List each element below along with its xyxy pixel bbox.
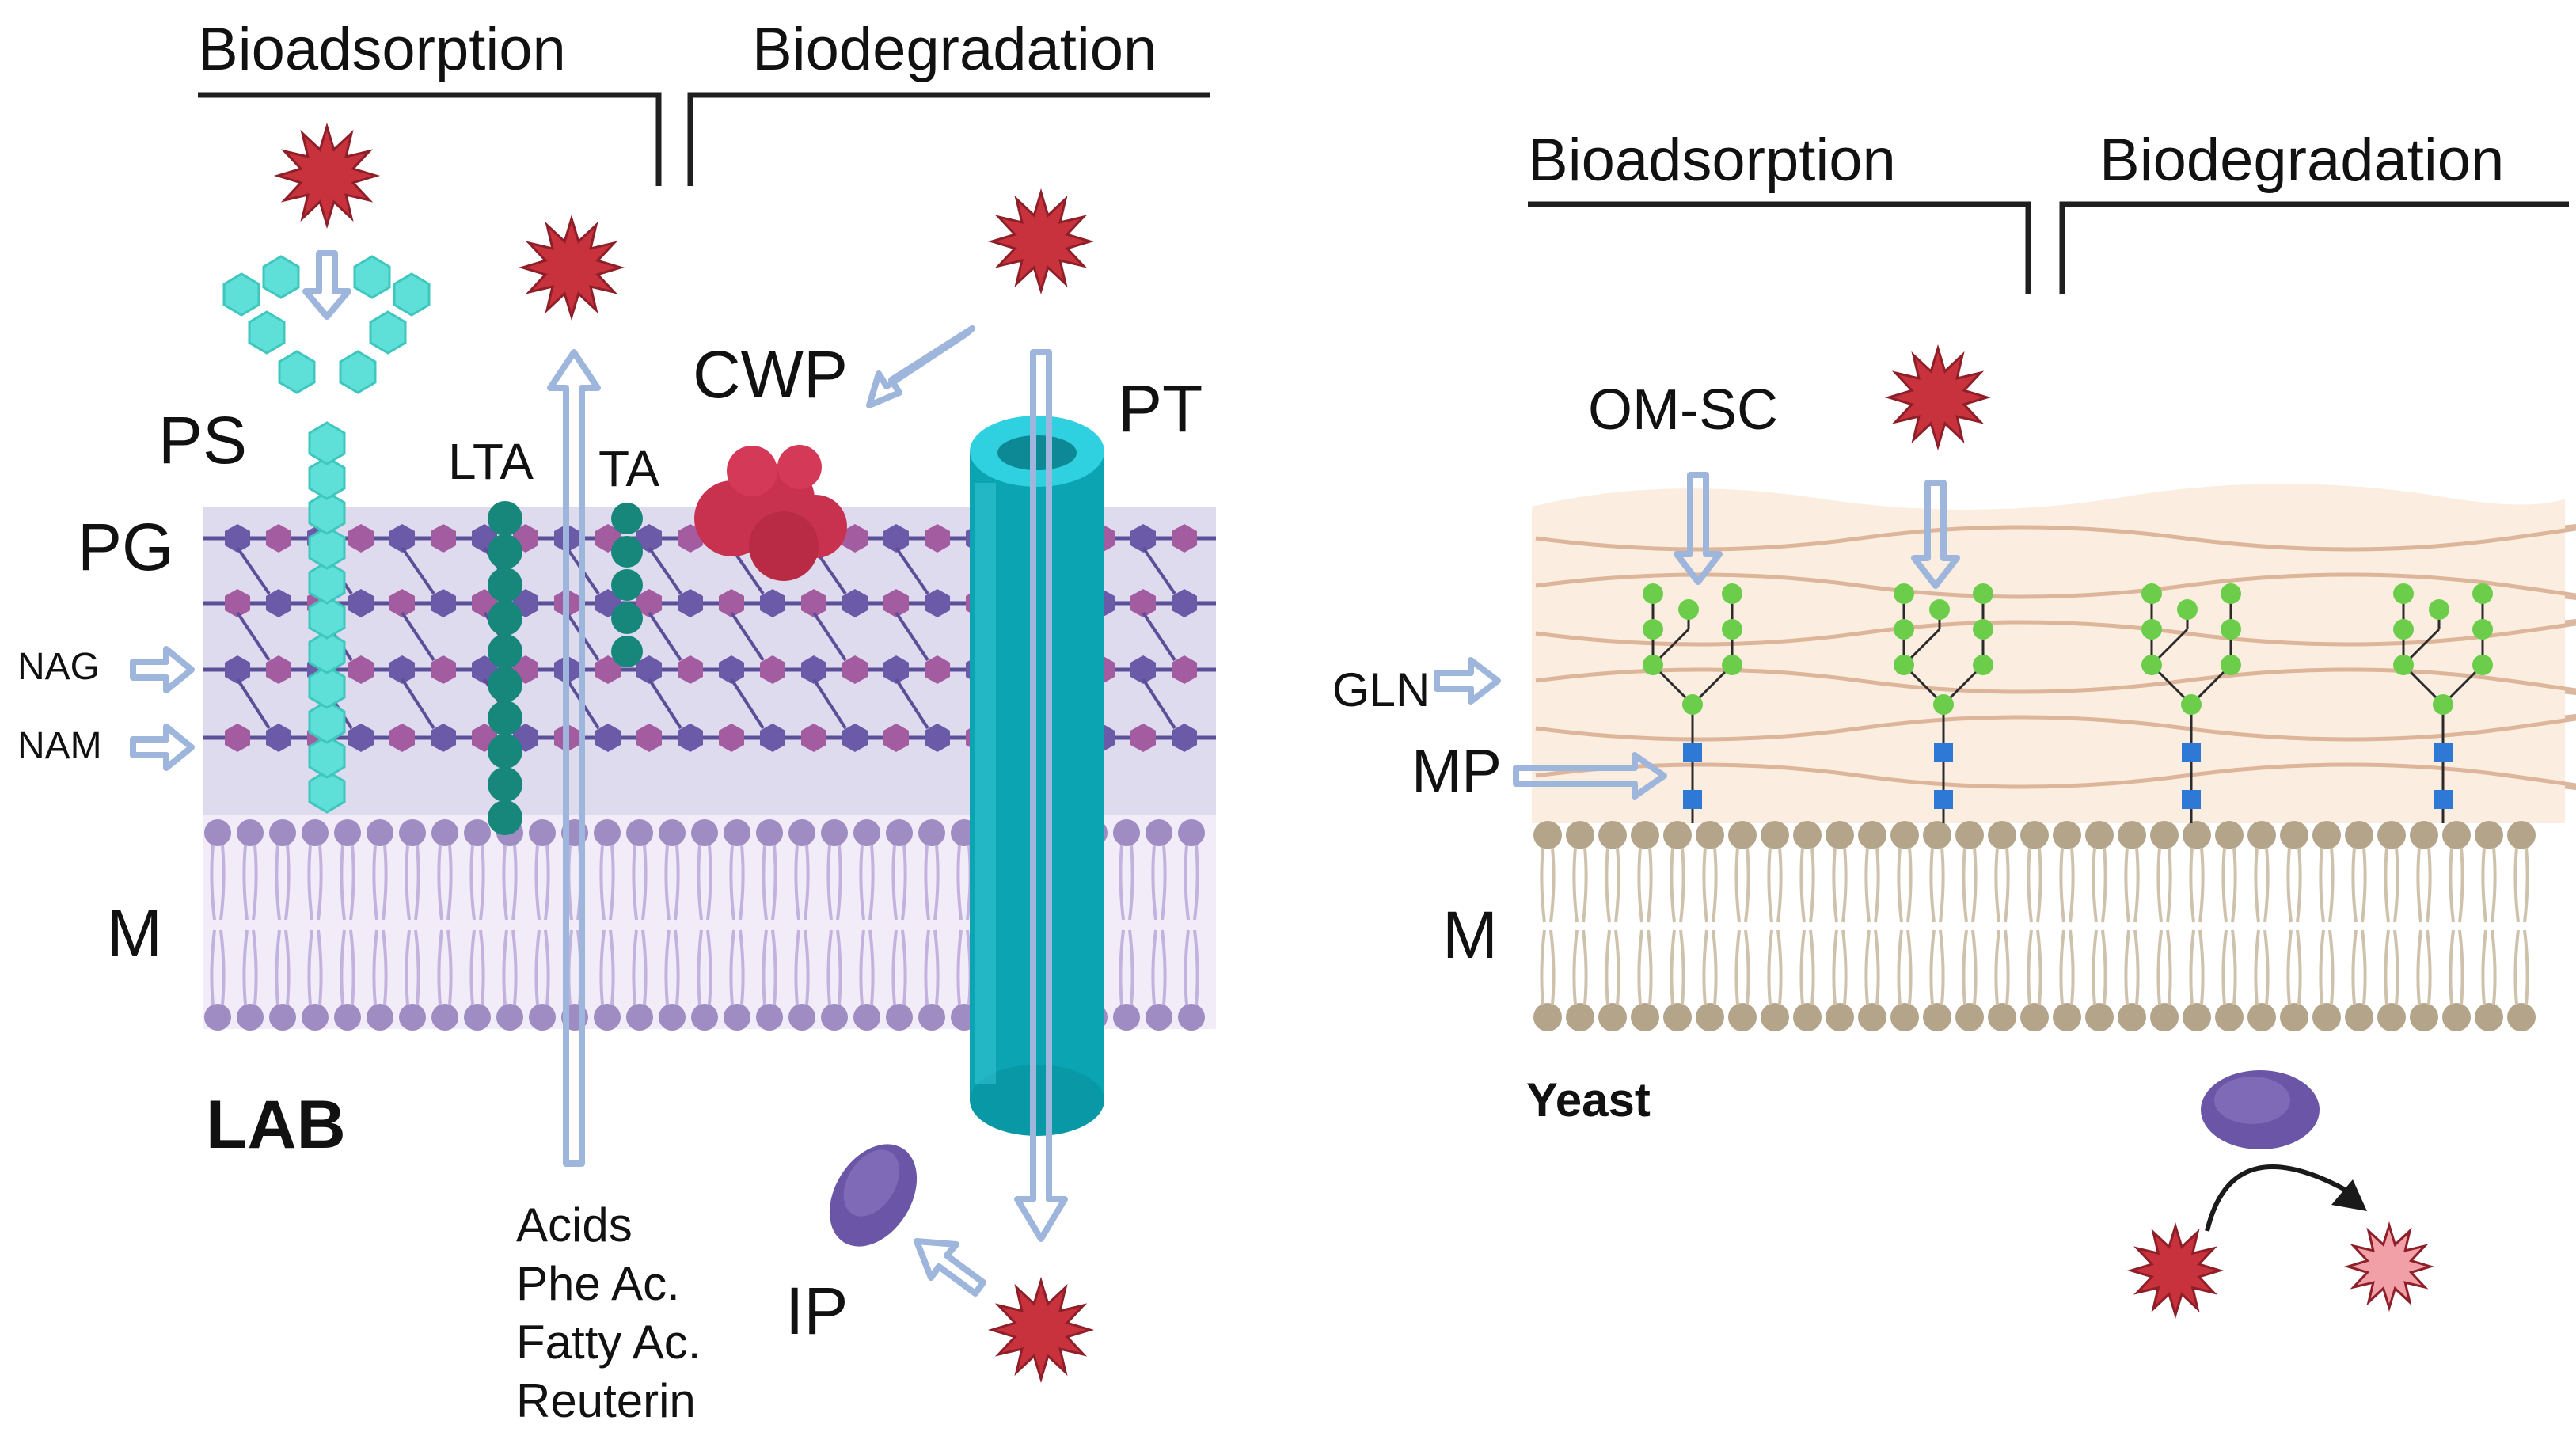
yeast-bioadsorption-label: Bioadsorption [1528, 127, 1896, 194]
omsc-label: OM-SC [1588, 378, 1778, 442]
toxin-icon [273, 122, 1095, 1384]
lipoteichoic-acid [488, 501, 522, 835]
teichoic-acid [611, 503, 643, 667]
gln-label: GLN [1332, 663, 1430, 716]
hollow-arrow-icon [1434, 472, 1960, 800]
acids-label: Acids [516, 1198, 633, 1252]
phe-acid-label: Phe Ac. [516, 1257, 680, 1310]
cwp-label: CWP [693, 337, 848, 412]
protein-icon [694, 445, 847, 581]
fatty-acid-label: Fatty Ac. [516, 1316, 701, 1369]
lab-panel: Bioadsorption Biodegradation [17, 16, 1216, 1427]
yeast-bioadsorption-bracket [1528, 201, 2031, 294]
glucan-fibers [1535, 524, 2576, 790]
toxin-icon [1884, 344, 2435, 1320]
lab-m-label: M [107, 896, 162, 970]
ps-label: PS [158, 403, 247, 477]
nag-label: NAG [17, 646, 100, 688]
nam-label: NAM [17, 725, 102, 767]
transporter-icon [970, 416, 1104, 1136]
lab-biodegradation-label: Biodegradation [752, 16, 1157, 83]
pg-label: PG [78, 510, 173, 584]
enzyme-icon [829, 1144, 918, 1247]
enzyme-icon [2201, 1070, 2320, 1149]
hollow-arrow-icon [130, 250, 1068, 1297]
lab-biodegradation-bracket [687, 92, 1210, 186]
yeast-membrane [1532, 823, 2565, 1029]
yeast-panel: Bioadsorption Biodegradation [1332, 127, 2576, 1320]
reuterin-label: Reuterin [516, 1374, 696, 1427]
degradation-arrowhead [2331, 1179, 2367, 1211]
pt-label: PT [1118, 371, 1203, 446]
yeast-biodegradation-bracket [2059, 201, 2569, 294]
yeast-biodegradation-label: Biodegradation [2099, 127, 2504, 194]
ip-label: IP [785, 1274, 848, 1348]
yeast-cell-wall [1532, 484, 2565, 823]
ta-label: TA [598, 440, 659, 497]
lab-name-label: LAB [206, 1087, 346, 1163]
yeast-m-label: M [1442, 898, 1498, 972]
lab-bioadsorption-bracket [198, 92, 662, 186]
lta-label: LTA [448, 433, 534, 490]
degradation-arrow [2205, 1164, 2357, 1232]
yeast-name-label: Yeast [1526, 1073, 1651, 1126]
mp-label: MP [1411, 738, 1502, 805]
lab-bioadsorption-label: Bioadsorption [198, 16, 566, 83]
